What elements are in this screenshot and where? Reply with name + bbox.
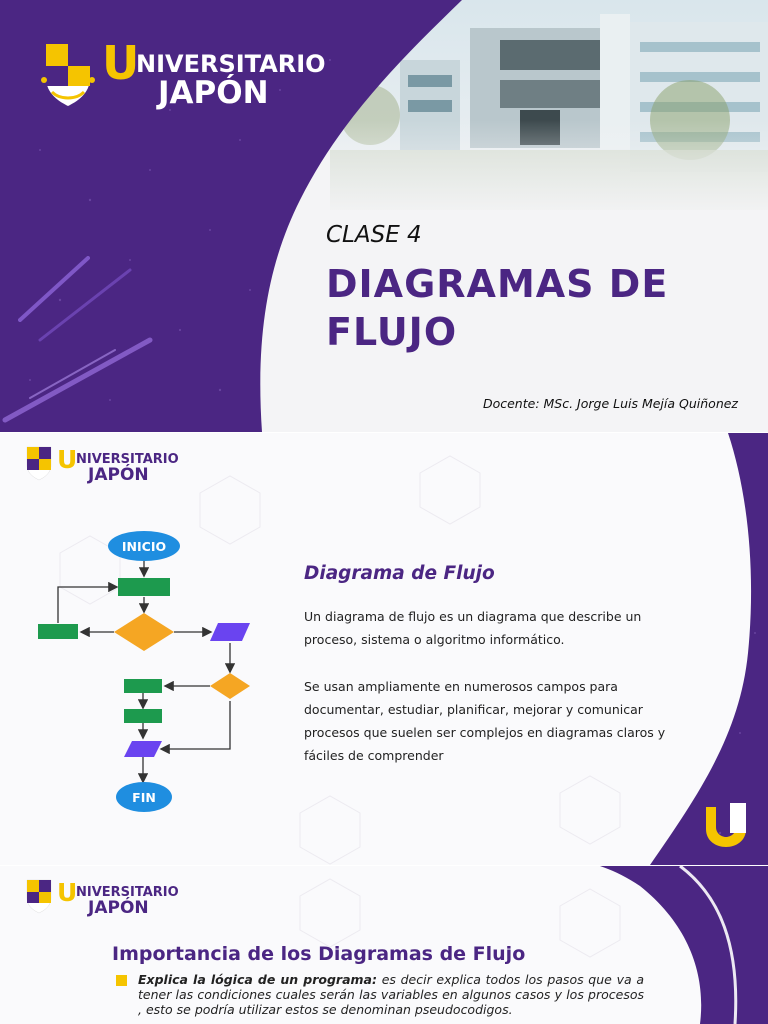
title-slide: U NIVERSITARIO JAPÓN CLASE 4 DIAGRAMAS D…: [0, 0, 768, 432]
slide-title-line1: DIAGRAMAS DE: [326, 262, 669, 306]
university-crest-icon: [26, 446, 52, 481]
section-heading: Diagrama de Flujo: [304, 563, 495, 584]
university-logo-small: U NIVERSITARIO JAPÓN: [24, 878, 184, 918]
logo-line1: NIVERSITARIO: [76, 452, 179, 467]
flowchart-process-node: [118, 578, 170, 596]
bullet-marker-icon: [116, 975, 127, 986]
definition-paragraph: Un diagrama de flujo es un diagrama que …: [304, 609, 642, 647]
teacher-name: Docente: MSc. Jorge Luis Mejía Quiñonez: [482, 396, 738, 411]
logo-u-letter: U: [57, 878, 78, 907]
flowchart-process-node: [124, 679, 162, 693]
purple-corner-shape: [600, 866, 768, 1024]
section-heading: Importancia de los Diagramas de Flujo: [112, 943, 526, 965]
logo-line2: JAPÓN: [158, 75, 269, 111]
bullet-item: Explica la lógica de un programa: es dec…: [138, 972, 644, 1017]
flowchart-process-node: [38, 624, 78, 639]
campus-building-photo: [330, 0, 768, 220]
flowchart-io-node: [124, 741, 162, 757]
flowchart-decision-node: [210, 673, 250, 699]
logo-line1: NIVERSITARIO: [76, 885, 179, 900]
slide-title: DIAGRAMAS DE FLUJO: [326, 260, 746, 356]
flowchart-io-node: [210, 623, 250, 641]
flowchart-end-label: FIN: [132, 790, 156, 805]
bullet-item-body: es decir explica todos los pasos que va …: [138, 972, 644, 1017]
slide3-background: [299, 866, 768, 1024]
logo-u-letter: U: [57, 445, 78, 474]
logo-line1: NIVERSITARIO: [136, 50, 326, 78]
bullet-item-lead: Explica la lógica de un programa:: [138, 972, 377, 987]
university-crest-icon: [26, 879, 52, 914]
flowchart-end-node: [116, 782, 172, 812]
flowchart-start-label: INICIO: [122, 539, 166, 554]
university-crest-icon: [41, 44, 95, 106]
slide-title-line2: FLUJO: [326, 310, 458, 354]
university-logo: U NIVERSITARIO JAPÓN: [40, 36, 326, 111]
logo-line2: JAPÓN: [88, 898, 149, 918]
flowchart-decision-node: [114, 613, 174, 651]
flowchart-start-node: [108, 531, 180, 561]
logo-u-letter: U: [102, 36, 140, 90]
flowchart-definition-slide: U NIVERSITARIO JAPÓN INICIO: [0, 433, 768, 865]
speckle-pattern: [29, 59, 331, 401]
u-logo-mark-icon: [706, 803, 746, 847]
logo-line2: JAPÓN: [88, 465, 149, 485]
flowchart-process-node: [124, 709, 162, 723]
purple-side-band: [650, 433, 768, 865]
flowchart-illustration: INICIO FIN: [38, 531, 250, 812]
flowchart-connectors: [57, 561, 236, 784]
hexagon-pattern: [299, 878, 621, 958]
usage-paragraph: Se usan ampliamente en numerosos campos …: [304, 679, 666, 763]
importance-slide: U NIVERSITARIO JAPÓN Importancia de los …: [0, 866, 768, 1024]
light-streaks: [2, 256, 153, 423]
class-number: CLASE 4: [326, 222, 422, 248]
purple-swoosh-shape: [0, 0, 462, 432]
title-slide-background: [0, 0, 768, 432]
university-logo-small: U NIVERSITARIO JAPÓN: [24, 445, 184, 485]
